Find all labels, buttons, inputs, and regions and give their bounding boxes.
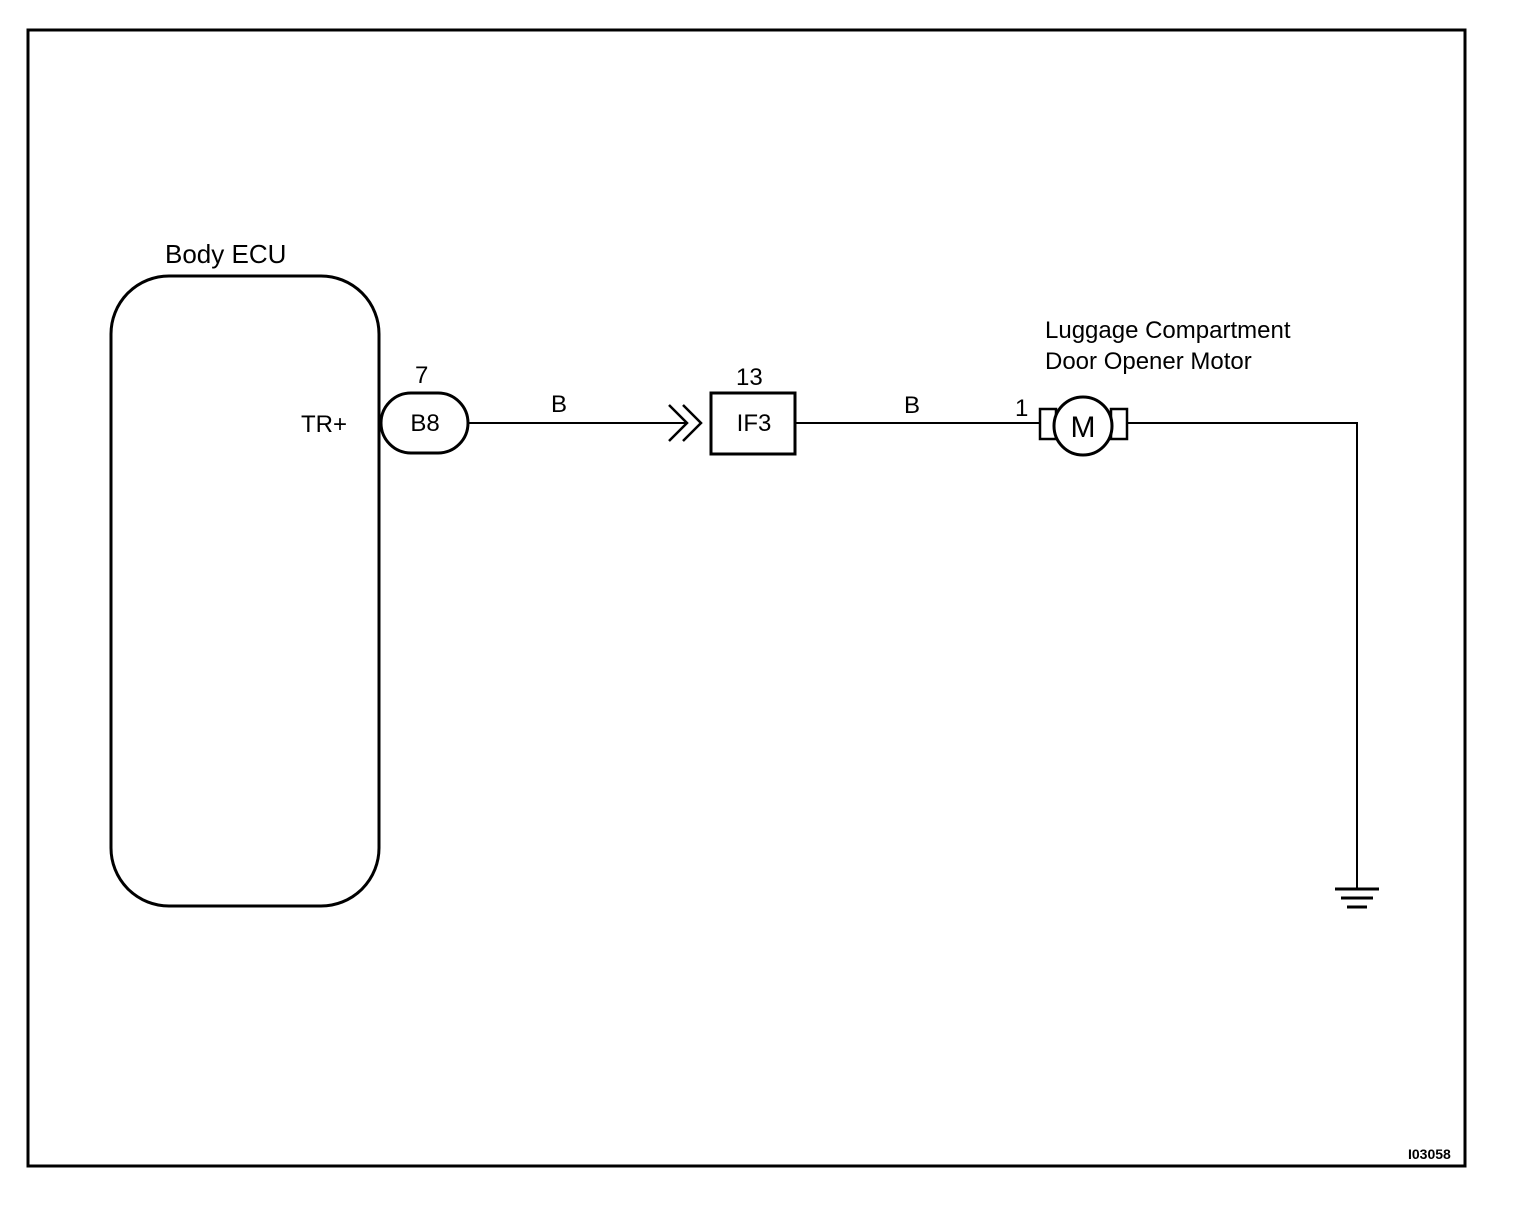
connector-chevron-outer (668, 404, 689, 442)
connector-b8-label: B8 (410, 410, 439, 437)
motor-icon (1038, 395, 1129, 457)
figure-id: I03058 (1408, 1146, 1451, 1162)
motor-pin-number: 1 (1015, 395, 1028, 422)
body-ecu-box (109, 274, 381, 908)
wire-motor-to-ground (1127, 422, 1358, 888)
junction-if3-label: IF3 (737, 410, 772, 437)
wire1-color-label: B (551, 391, 567, 418)
b8-pin-number: 7 (415, 362, 428, 389)
wire2-color-label: B (904, 392, 920, 419)
if3-pin-number: 13 (736, 364, 763, 391)
ecu-title: Body ECU (165, 239, 286, 269)
motor-title-line1: Luggage Compartment (1045, 317, 1291, 344)
motor-symbol-label: M (1071, 411, 1096, 444)
motor-title-line2: Door Opener Motor (1045, 348, 1252, 375)
ecu-terminal-label: TR+ (301, 411, 347, 438)
ground-icon (1335, 887, 1379, 909)
motor-body (1052, 395, 1114, 457)
diagram-frame (26, 28, 1467, 1168)
connector-chevron-inner (682, 404, 703, 442)
